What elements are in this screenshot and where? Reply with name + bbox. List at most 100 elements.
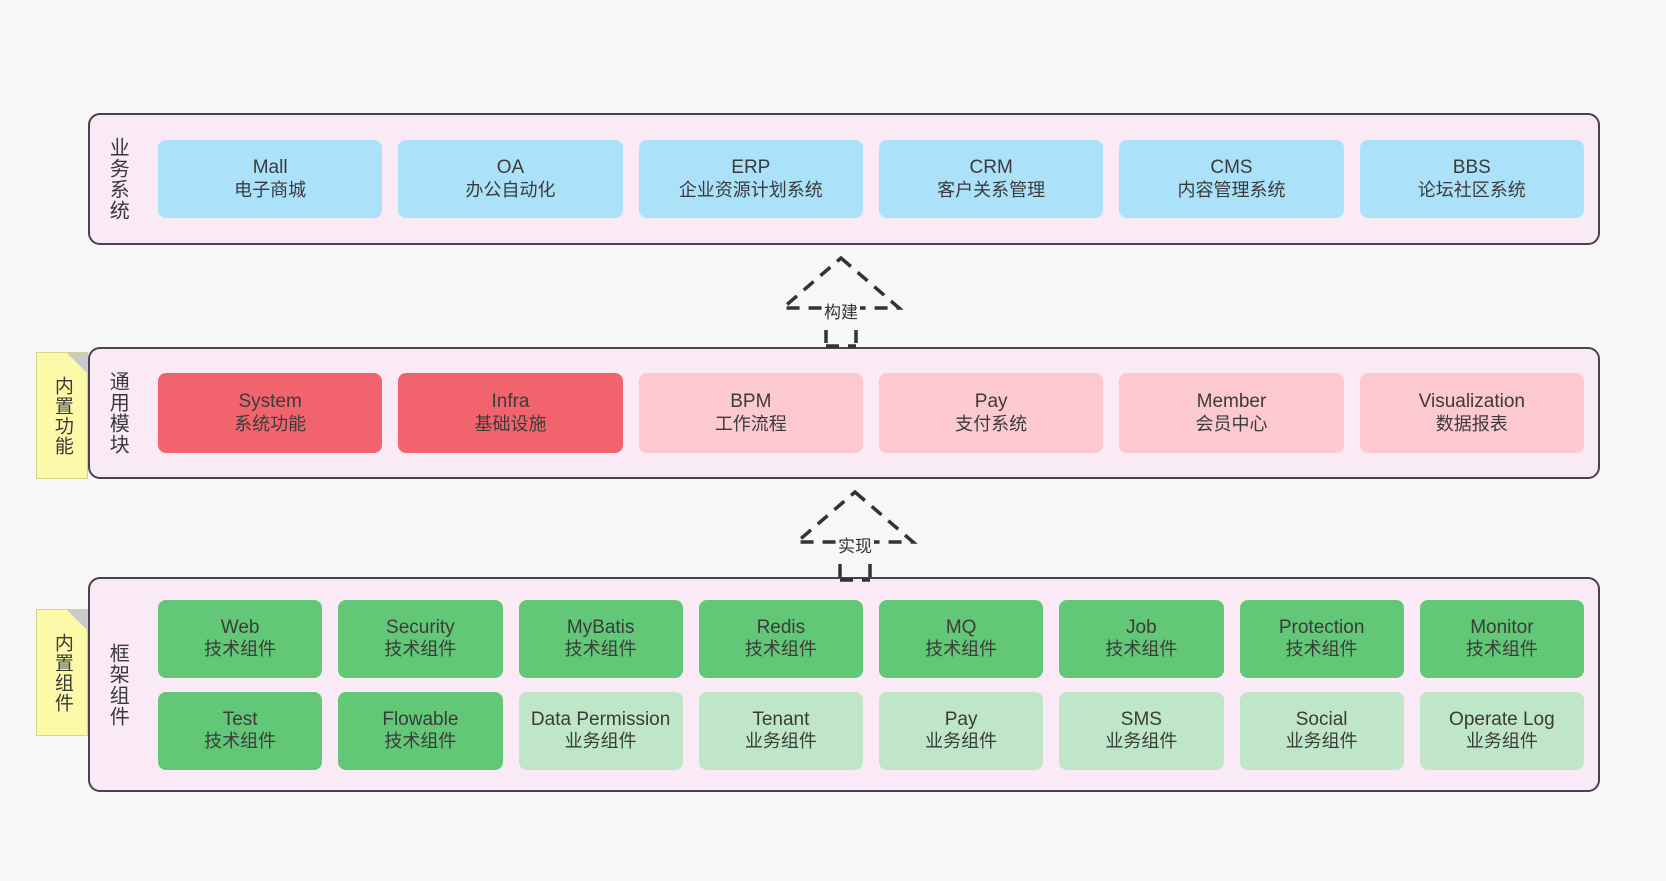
card-title-cn: 业务组件 xyxy=(564,731,637,752)
card-title-en: Mall xyxy=(252,157,288,179)
section-body-business-systems: Mall 电子商城 OA 办公自动化 ERP 企业资源计划系统 CRM 客户关系… xyxy=(144,115,1598,243)
framework-tech-row: Web 技术组件 Security 技术组件 MyBatis 技术组件 Redi… xyxy=(158,599,1584,678)
card-data-permission[interactable]: Data Permission 业务组件 xyxy=(518,691,683,770)
card-title-cn: 技术组件 xyxy=(925,639,998,660)
card-title-cn: 支付系统 xyxy=(955,413,1028,434)
card-title-en: Test xyxy=(222,708,258,730)
card-title-cn: 电子商城 xyxy=(234,179,307,200)
card-title-cn: 技术组件 xyxy=(1285,639,1358,660)
note-fold-corner xyxy=(67,353,87,373)
section-business-systems: 业务系统 Mall 电子商城 OA 办公自动化 ERP 企业资源计划系统 CRM… xyxy=(88,113,1600,245)
card-title-en: Data Permission xyxy=(530,708,671,730)
section-label-framework-components: 框架组件 xyxy=(106,642,129,727)
business-systems-row: Mall 电子商城 OA 办公自动化 ERP 企业资源计划系统 CRM 客户关系… xyxy=(158,140,1584,218)
common-modules-row: System 系统功能 Infra 基础设施 BPM 工作流程 Pay 支付系统… xyxy=(158,373,1584,453)
card-title-cn: 技术组件 xyxy=(1105,639,1178,660)
card-title-en: MyBatis xyxy=(566,616,635,638)
card-title-en: MQ xyxy=(945,616,977,638)
section-framework-components: 框架组件 Web 技术组件 Security 技术组件 MyBatis 技术组件… xyxy=(88,577,1600,792)
card-title-cn: 技术组件 xyxy=(384,731,457,752)
card-title-cn: 工作流程 xyxy=(714,413,787,434)
card-title-cn: 论坛社区系统 xyxy=(1417,179,1526,200)
card-mybatis[interactable]: MyBatis 技术组件 xyxy=(518,599,683,678)
section-common-modules: 通用模块 System 系统功能 Infra 基础设施 BPM 工作流程 Pay… xyxy=(88,347,1600,479)
card-title-en: CMS xyxy=(1210,157,1253,179)
card-test[interactable]: Test 技术组件 xyxy=(158,691,323,770)
card-title-en: Operate Log xyxy=(1449,708,1555,730)
card-title-en: ERP xyxy=(731,157,771,179)
card-title-en: Member xyxy=(1196,391,1267,413)
card-pay-module[interactable]: Pay 支付系统 xyxy=(878,373,1104,453)
card-title-en: OA xyxy=(496,157,525,179)
card-erp[interactable]: ERP 企业资源计划系统 xyxy=(638,140,863,218)
card-title-en: Flowable xyxy=(382,708,459,730)
card-title-en: Redis xyxy=(756,616,806,638)
section-body-common-modules: System 系统功能 Infra 基础设施 BPM 工作流程 Pay 支付系统… xyxy=(144,349,1598,477)
card-monitor[interactable]: Monitor 技术组件 xyxy=(1419,599,1584,678)
card-title-cn: 技术组件 xyxy=(384,639,457,660)
note-builtin-components: 内置组件 xyxy=(36,609,88,736)
card-mq[interactable]: MQ 技术组件 xyxy=(879,599,1044,678)
card-title-en: CRM xyxy=(969,157,1013,179)
card-title-cn: 业务组件 xyxy=(1285,731,1358,752)
card-title-cn: 技术组件 xyxy=(744,639,817,660)
card-title-cn: 会员中心 xyxy=(1195,413,1268,434)
card-visualization[interactable]: Visualization 数据报表 xyxy=(1359,373,1584,453)
card-title-en: Tenant xyxy=(752,708,810,730)
card-operate-log[interactable]: Operate Log 业务组件 xyxy=(1419,691,1584,770)
card-title-cn: 业务组件 xyxy=(925,731,998,752)
card-title-en: Infra xyxy=(491,391,530,413)
card-flowable[interactable]: Flowable 技术组件 xyxy=(338,691,503,770)
note-fold-corner xyxy=(67,610,87,630)
card-infra[interactable]: Infra 基础设施 xyxy=(398,373,623,453)
card-mall[interactable]: Mall 电子商城 xyxy=(158,140,383,218)
card-job[interactable]: Job 技术组件 xyxy=(1059,599,1224,678)
connector-implement: 实现 xyxy=(770,486,940,582)
card-title-cn: 业务组件 xyxy=(1465,731,1538,752)
section-body-framework-components: Web 技术组件 Security 技术组件 MyBatis 技术组件 Redi… xyxy=(144,579,1598,790)
note-text: 内置功能 xyxy=(51,375,73,456)
card-title-en: Pay xyxy=(944,708,978,730)
card-social[interactable]: Social 业务组件 xyxy=(1239,691,1404,770)
card-title-en: Protection xyxy=(1278,616,1365,638)
card-title-cn: 客户关系管理 xyxy=(937,179,1046,200)
card-title-en: Security xyxy=(386,616,455,638)
card-title-en: Monitor xyxy=(1470,616,1534,638)
card-web[interactable]: Web 技术组件 xyxy=(158,599,323,678)
card-title-cn: 企业资源计划系统 xyxy=(678,179,823,200)
card-title-en: SMS xyxy=(1120,708,1162,730)
card-oa[interactable]: OA 办公自动化 xyxy=(398,140,623,218)
card-title-en: Pay xyxy=(974,391,1008,413)
card-redis[interactable]: Redis 技术组件 xyxy=(698,599,863,678)
card-tenant[interactable]: Tenant 业务组件 xyxy=(698,691,863,770)
section-label-common-modules: 通用模块 xyxy=(106,371,129,455)
card-bbs[interactable]: BBS 论坛社区系统 xyxy=(1359,140,1584,218)
card-member[interactable]: Member 会员中心 xyxy=(1119,373,1344,453)
card-cms[interactable]: CMS 内容管理系统 xyxy=(1119,140,1344,218)
card-title-cn: 技术组件 xyxy=(1465,639,1538,660)
card-title-cn: 技术组件 xyxy=(564,639,637,660)
card-pay-component[interactable]: Pay 业务组件 xyxy=(879,691,1044,770)
card-title-cn: 系统功能 xyxy=(234,413,307,434)
card-title-cn: 数据报表 xyxy=(1435,413,1508,434)
card-crm[interactable]: CRM 客户关系管理 xyxy=(878,140,1104,218)
card-protection[interactable]: Protection 技术组件 xyxy=(1239,599,1404,678)
card-system[interactable]: System 系统功能 xyxy=(158,373,383,453)
card-title-en: BBS xyxy=(1452,157,1491,179)
card-bpm[interactable]: BPM 工作流程 xyxy=(638,373,863,453)
framework-mixed-row: Test 技术组件 Flowable 技术组件 Data Permission … xyxy=(158,691,1584,770)
card-title-en: BPM xyxy=(730,391,772,413)
connector-build: 构建 xyxy=(756,252,926,348)
card-title-en: Visualization xyxy=(1418,391,1525,413)
connector-label-build: 构建 xyxy=(822,298,860,323)
note-builtin-features: 内置功能 xyxy=(36,352,88,479)
card-title-cn: 内容管理系统 xyxy=(1177,179,1286,200)
card-sms[interactable]: SMS 业务组件 xyxy=(1059,691,1224,770)
card-title-cn: 基础设施 xyxy=(474,413,547,434)
card-security[interactable]: Security 技术组件 xyxy=(338,599,503,678)
card-title-en: Social xyxy=(1295,708,1348,730)
connector-label-implement: 实现 xyxy=(836,532,874,557)
card-title-en: Web xyxy=(220,616,260,638)
note-text: 内置组件 xyxy=(51,632,73,713)
